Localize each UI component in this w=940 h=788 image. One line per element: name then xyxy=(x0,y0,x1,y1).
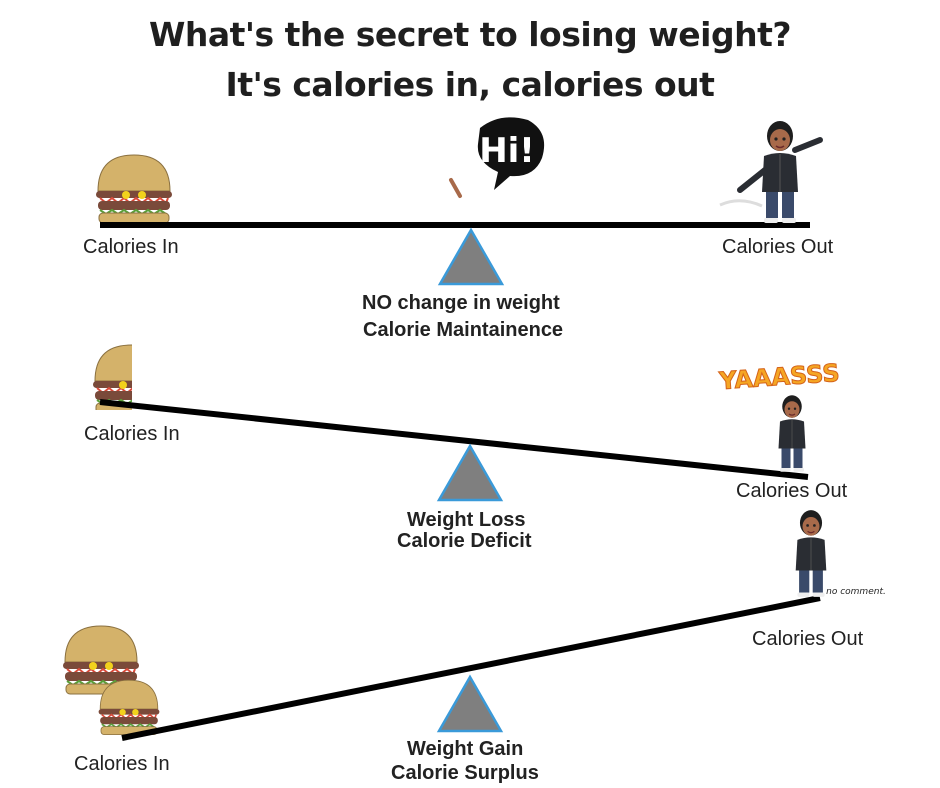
scale-caption-line-1: Weight Loss xyxy=(407,509,526,531)
speech-text: Hi! xyxy=(479,131,535,171)
person-avatar-icon xyxy=(777,394,807,473)
hamburger-icon xyxy=(97,679,161,736)
calories-in-label: Calories In xyxy=(83,236,179,258)
fulcrum-triangle-icon xyxy=(438,228,504,286)
speech-text: no comment. xyxy=(826,587,886,597)
balance-beam xyxy=(99,399,809,480)
scale-caption-line-1: Weight Gain xyxy=(407,738,524,760)
person-avatar-icon xyxy=(795,509,827,598)
calories-in-label: Calories In xyxy=(84,423,180,445)
fulcrum-triangle-icon xyxy=(437,444,503,502)
speech-text: YAAASSS xyxy=(717,359,840,395)
calories-out-label: Calories Out xyxy=(736,480,848,502)
calories-in-label: Calories In xyxy=(74,753,170,775)
speech-bubble-icon: Hi! xyxy=(477,117,545,190)
scale-caption-line-2: Calorie Maintainence xyxy=(363,319,564,341)
person-avatar-icon xyxy=(449,160,493,222)
person-avatar-icon xyxy=(719,120,823,224)
scale-caption-line-1: NO change in weight xyxy=(362,292,560,314)
balance-beam xyxy=(121,595,821,741)
speech-bubble-icon: YAAASSS xyxy=(717,358,841,395)
title-line-1: What's the secret to losing weight? xyxy=(148,15,792,54)
scale-caption-line-2: Calorie Deficit xyxy=(397,530,532,552)
fulcrum-triangle-icon xyxy=(437,675,503,733)
scale-caption-line-2: Calorie Surplus xyxy=(391,762,539,784)
calories-out-label: Calories Out xyxy=(722,236,834,258)
calories-out-label: Calories Out xyxy=(752,628,864,650)
hamburger-icon xyxy=(95,154,173,224)
title-line-2: It's calories in, calories out xyxy=(225,65,715,104)
